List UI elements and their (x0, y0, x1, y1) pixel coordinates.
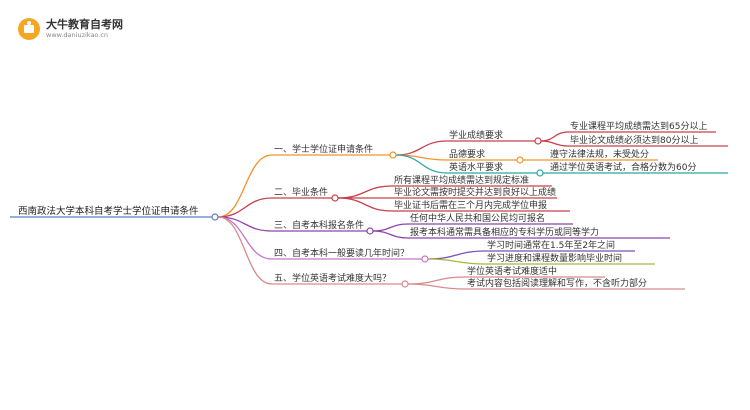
branch-dot-4[interactable] (421, 255, 429, 263)
leaf-label-1-1-2[interactable]: 毕业论文成绩必须达到80分以上 (570, 134, 698, 146)
branch-dot-3[interactable] (366, 227, 374, 235)
leaf-label-1-1-1[interactable]: 专业课程平均成绩需达到65分以上 (570, 120, 707, 132)
sub-dot-1-3[interactable] (536, 169, 544, 177)
brand-name: 大牛教育自考网 (46, 18, 123, 31)
branch-dot-1[interactable] (389, 151, 397, 159)
branch-connector-1 (217, 154, 273, 218)
leaf-label-5-1[interactable]: 学位英语考试难度适中 (467, 265, 557, 277)
leaf-connector-2-1 (337, 185, 393, 199)
leaf-connector-1-1-2 (540, 140, 569, 147)
leaf-connector-3-2 (372, 230, 409, 239)
sub-connector-1-3 (395, 154, 448, 174)
sub-label-1-1[interactable]: 学业成绩要求 (449, 129, 503, 141)
leaf-label-2-2[interactable]: 毕业论文需按时提交并达到良好以上成绩 (394, 186, 556, 198)
branch-dot-5[interactable] (401, 280, 409, 288)
branch-connector-5 (217, 216, 273, 285)
leaf-label-4-1[interactable]: 学习时间通常在1.5年至2年之间 (487, 239, 615, 251)
branch-label-5[interactable]: 五、学位英语考试难度大吗？ (274, 272, 391, 284)
root-node-dot[interactable] (211, 213, 219, 221)
root-node-label[interactable]: 西南政法大学本科自考学士学位证申请条件 (18, 205, 199, 217)
leaf-connector-5-1 (407, 276, 466, 285)
leaf-label-3-2[interactable]: 报考本科通常需具备相应的专科学历或同等学力 (410, 226, 599, 238)
branch-connector-4 (217, 216, 273, 260)
branch-dot-2[interactable] (331, 194, 339, 202)
leaf-label-1-2-1[interactable]: 遵守法律法规，未受处分 (550, 148, 649, 160)
sub-label-1-2[interactable]: 品德要求 (449, 148, 485, 160)
leaf-label-1-3-1[interactable]: 通过学位英语考试，合格分数为60分 (550, 161, 696, 173)
branch-label-2[interactable]: 二、毕业条件 (274, 186, 328, 198)
leaf-label-2-1[interactable]: 所有课程平均成绩需达到规定标准 (394, 174, 529, 186)
leaf-connector-3-1 (372, 223, 409, 232)
leaf-label-2-3[interactable]: 毕业证书后需在三个月内完成学位申报 (394, 199, 547, 211)
graduation-book-icon (18, 18, 40, 40)
brand-url: www.daniuzikao.cn (46, 31, 109, 39)
brand-logo[interactable]: 大牛教育自考网 www.daniuzikao.cn (18, 18, 123, 40)
branch-label-1[interactable]: 一、学士学位证申请条件 (274, 143, 373, 155)
sub-dot-1-1[interactable] (534, 137, 542, 145)
branch-connector-2 (217, 197, 273, 218)
leaf-connector-5-2 (407, 283, 466, 290)
sub-connector-1-1 (395, 140, 448, 156)
leaf-label-5-2[interactable]: 考试内容包括阅读理解和写作，不含听力部分 (467, 277, 647, 289)
sub-label-1-3[interactable]: 英语水平要求 (449, 161, 503, 173)
leaf-connector-2-3 (337, 197, 393, 212)
leaf-label-3-1[interactable]: 任何中华人民共和国公民均可报名 (410, 212, 545, 224)
leaf-connector-4-1 (427, 250, 486, 260)
leaf-connector-1-1-1 (540, 131, 569, 142)
brand-text: 大牛教育自考网 www.daniuzikao.cn (46, 18, 123, 40)
mindmap-edges (10, 131, 728, 290)
sub-dot-1-2[interactable] (516, 156, 524, 164)
branch-label-4[interactable]: 四、自考本科一般要读几年时间？ (274, 247, 409, 259)
mindmap-nodes: 西南政法大学本科自考学士学位证申请条件 一、学士学位证申请条件 学业成绩要求 专业课程… (18, 120, 707, 289)
leaf-connector-4-2 (427, 258, 486, 265)
branch-label-3[interactable]: 三、自考本科报名条件 (274, 219, 364, 231)
leaf-label-4-2[interactable]: 学习进度和课程数量影响毕业时间 (487, 252, 622, 264)
